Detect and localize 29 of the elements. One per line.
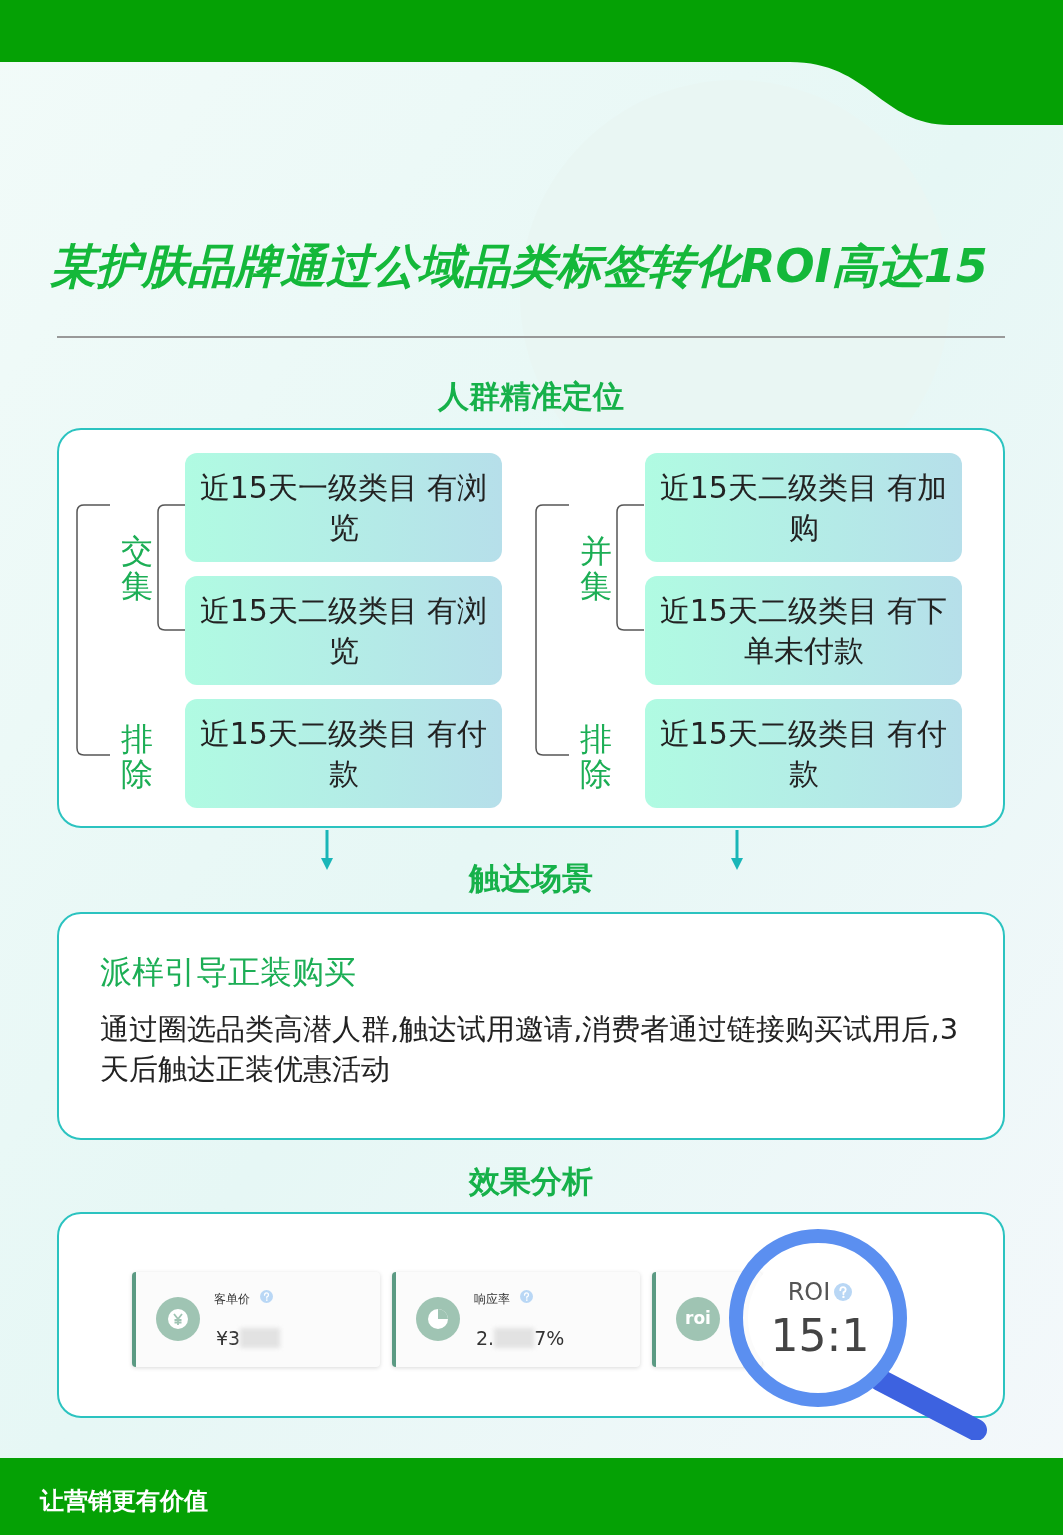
criteria-box: 近15天二级类目 有付款 xyxy=(185,699,502,808)
bracket-label: 交集 xyxy=(121,534,153,605)
section-heading: 触达场景 xyxy=(469,859,593,898)
criteria-box: 近15天一级类目 有浏览 xyxy=(185,453,502,562)
scenario-description: 通过圈选品类高潜人群,触达试用邀请,消费者通过链接购买试用后,3天后触达正装优惠活动 xyxy=(100,1011,960,1088)
bracket-label: 并集 xyxy=(580,534,612,605)
bracket-label: 排除 xyxy=(580,722,612,793)
metric-card xyxy=(132,1272,380,1367)
title: 某护肤品牌通过公域品类标签转化ROI高达15 xyxy=(50,238,988,295)
metric-card xyxy=(392,1272,640,1367)
metric-value: 7% xyxy=(534,1326,565,1351)
bracket-label: 排除 xyxy=(121,722,153,793)
metric-label: 响应率 xyxy=(474,1291,510,1308)
metric-value: ¥3 xyxy=(216,1326,241,1351)
metric-label: 客单价 xyxy=(214,1291,250,1308)
criteria-box: 近15天二级类目 有付款 xyxy=(645,699,962,808)
section-heading: 效果分析 xyxy=(469,1162,593,1201)
down-arrow xyxy=(731,830,743,870)
section-heading: 人群精准定位 xyxy=(438,377,624,416)
roi-badge: roi xyxy=(676,1297,720,1341)
criteria-box: 近15天二级类目 有浏览 xyxy=(185,576,502,685)
metric-value: 15:1 xyxy=(770,1310,870,1362)
slogan: 让营销更有价值 xyxy=(40,1486,208,1517)
scenario-title: 派样引导正装购买 xyxy=(100,952,356,993)
metric-value: 2. xyxy=(476,1326,495,1351)
criteria-box: 近15天二级类目 有下单未付款 xyxy=(645,576,962,685)
criteria-box: 近15天二级类目 有加购 xyxy=(645,453,962,562)
down-arrow xyxy=(321,830,333,870)
metric-label: ROI xyxy=(787,1277,831,1308)
